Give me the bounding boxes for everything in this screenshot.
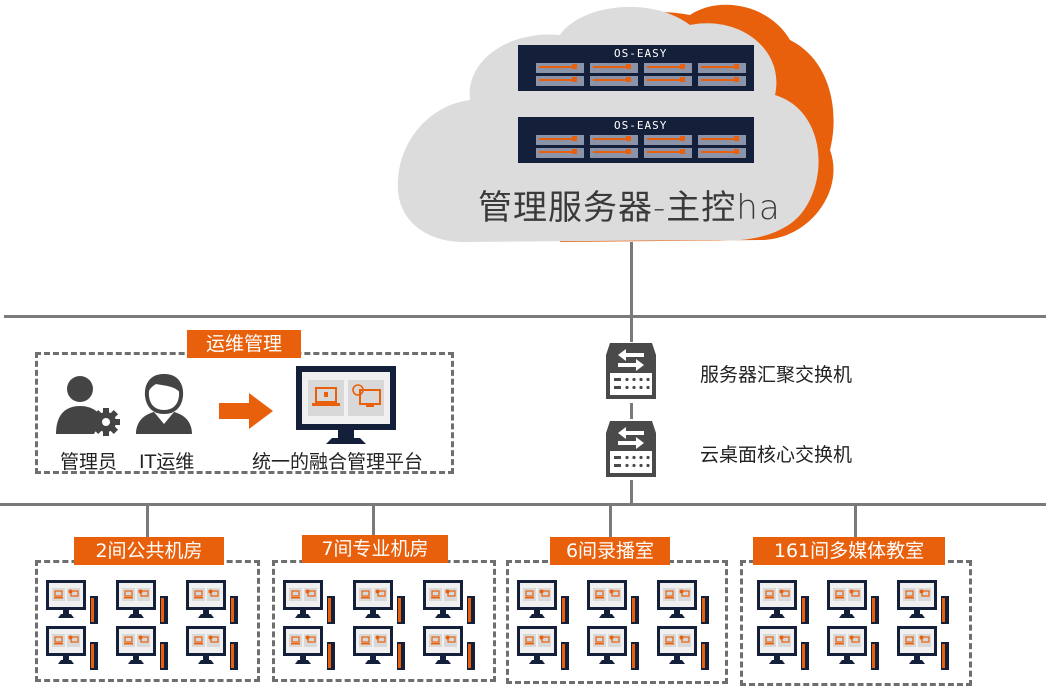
role-label-it-ops: IT运维 [139, 451, 195, 473]
room-workstations-recording [517, 580, 727, 672]
role-label-admin: 管理员 [60, 451, 118, 473]
workstation-icon [827, 580, 883, 626]
workstation-icon [353, 626, 409, 672]
server-drive-bays [536, 63, 746, 158]
uplink-line [630, 242, 633, 342]
management-monitor-icon [296, 366, 396, 444]
workstation-icon [897, 626, 953, 672]
room-badge-recording: 6间录播室 [550, 537, 670, 565]
ops-management-badge: 运维管理 [187, 330, 301, 358]
workstation-icon [657, 580, 713, 626]
workstation-icon [587, 580, 643, 626]
workstation-icon [423, 580, 479, 626]
right-arrow-icon [219, 393, 273, 429]
workstation-icon [46, 580, 102, 626]
room-workstations-professional [283, 580, 493, 672]
room-link-2 [372, 503, 375, 536]
workstation-icon [46, 626, 102, 672]
workstation-icon [517, 626, 573, 672]
server-brand-logo: OS-EASY [614, 119, 668, 132]
switch-link-line [630, 403, 633, 419]
workstation-icon [283, 626, 339, 672]
room-link-3 [609, 503, 612, 538]
room-link-1 [146, 503, 149, 538]
admin-user-gear-icon [56, 376, 120, 436]
workstation-icon [897, 580, 953, 626]
access-bus-line [0, 503, 1046, 506]
management-bus-line [4, 315, 1046, 318]
workstation-icon [757, 580, 813, 626]
workstation-icon [423, 626, 479, 672]
workstation-icon [283, 580, 339, 626]
server-brand-logo: OS-EASY [614, 47, 668, 60]
room-link-4 [854, 503, 857, 538]
switch-label-core: 云桌面核心交换机 [700, 444, 853, 466]
network-switch-icon [606, 343, 656, 399]
room-badge-public: 2间公共机房 [74, 537, 224, 565]
it-operator-user-icon [136, 373, 192, 434]
room-workstations-multimedia [757, 580, 967, 672]
cloud-title: 管理服务器-主控ha [478, 188, 781, 228]
room-badge-multimedia: 161间多媒体教室 [753, 537, 945, 565]
switch-label-aggregation: 服务器汇聚交换机 [700, 364, 853, 386]
workstation-icon [757, 626, 813, 672]
workstation-icon [116, 626, 172, 672]
room-badge-professional: 7间专业机房 [302, 535, 448, 563]
workstation-icon [657, 626, 713, 672]
switch-down-line [630, 480, 633, 504]
workstation-icon [587, 626, 643, 672]
workstation-icon [517, 580, 573, 626]
network-switch-icon [606, 421, 656, 477]
room-workstations-public [46, 580, 256, 672]
platform-label: 统一的融合管理平台 [252, 451, 424, 473]
workstation-icon [116, 580, 172, 626]
workstation-icon [186, 626, 242, 672]
workstation-icon [827, 626, 883, 672]
workstation-icon [186, 580, 242, 626]
workstation-icon [353, 580, 409, 626]
